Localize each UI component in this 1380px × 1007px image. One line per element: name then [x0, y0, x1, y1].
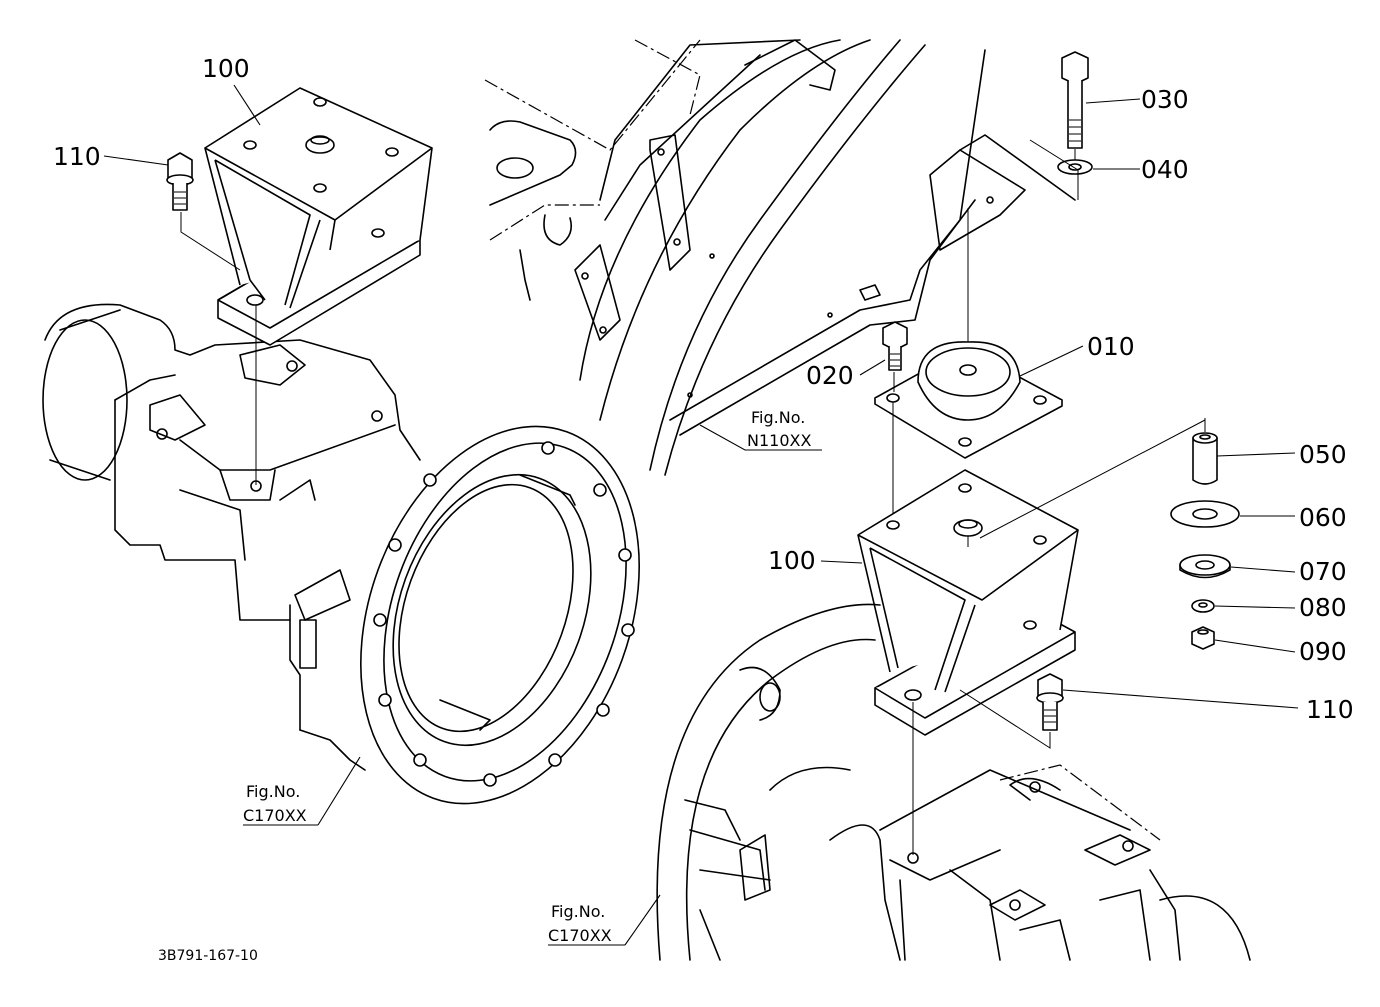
label-070: 070: [1299, 557, 1347, 586]
fig-ref-c170-bottom-line1: Fig.No.: [551, 902, 605, 921]
frame-assembly: [484, 39, 1076, 476]
label-050: 050: [1299, 440, 1347, 469]
lower-right-housing: [656, 603, 1251, 961]
right-bolt: [959, 673, 1064, 749]
label-100-right: 100: [768, 546, 816, 575]
label-010: 010: [1087, 332, 1135, 361]
bolt-030: [1057, 51, 1093, 175]
label-090: 090: [1299, 637, 1347, 666]
fig-ref-c170-left-line2: C170XX: [243, 806, 307, 825]
part-labels: 100 110 030 040 010 020 050 060 070 080 …: [53, 54, 1354, 724]
fig-ref-n110-line1: Fig.No.: [751, 408, 805, 427]
left-housing: [42, 303, 421, 771]
right-bracket: [857, 419, 1206, 855]
label-100-left: 100: [202, 54, 250, 83]
label-060: 060: [1299, 503, 1347, 532]
right-fasteners: [1170, 418, 1240, 650]
label-110-left: 110: [53, 142, 101, 171]
bolt-020: [882, 321, 908, 520]
rubber-mount: [874, 139, 1079, 459]
left-flange-ring: [360, 425, 640, 805]
label-080: 080: [1299, 593, 1347, 622]
drawing-code: 3B791-167-10: [158, 948, 258, 964]
label-030: 030: [1141, 85, 1189, 114]
leader-lines: [103, 84, 1299, 946]
left-bolt: [166, 152, 241, 271]
left-bracket: [204, 87, 433, 485]
figure-references: Fig.No. N110XX Fig.No. C170XX Fig.No. C1…: [243, 408, 811, 945]
label-110-right: 110: [1306, 695, 1354, 724]
fig-ref-c170-bottom-line2: C170XX: [548, 926, 612, 945]
fig-ref-n110-line2: N110XX: [747, 431, 811, 450]
fig-ref-c170-left-line1: Fig.No.: [246, 782, 300, 801]
label-020: 020: [806, 361, 854, 390]
label-040: 040: [1141, 155, 1189, 184]
